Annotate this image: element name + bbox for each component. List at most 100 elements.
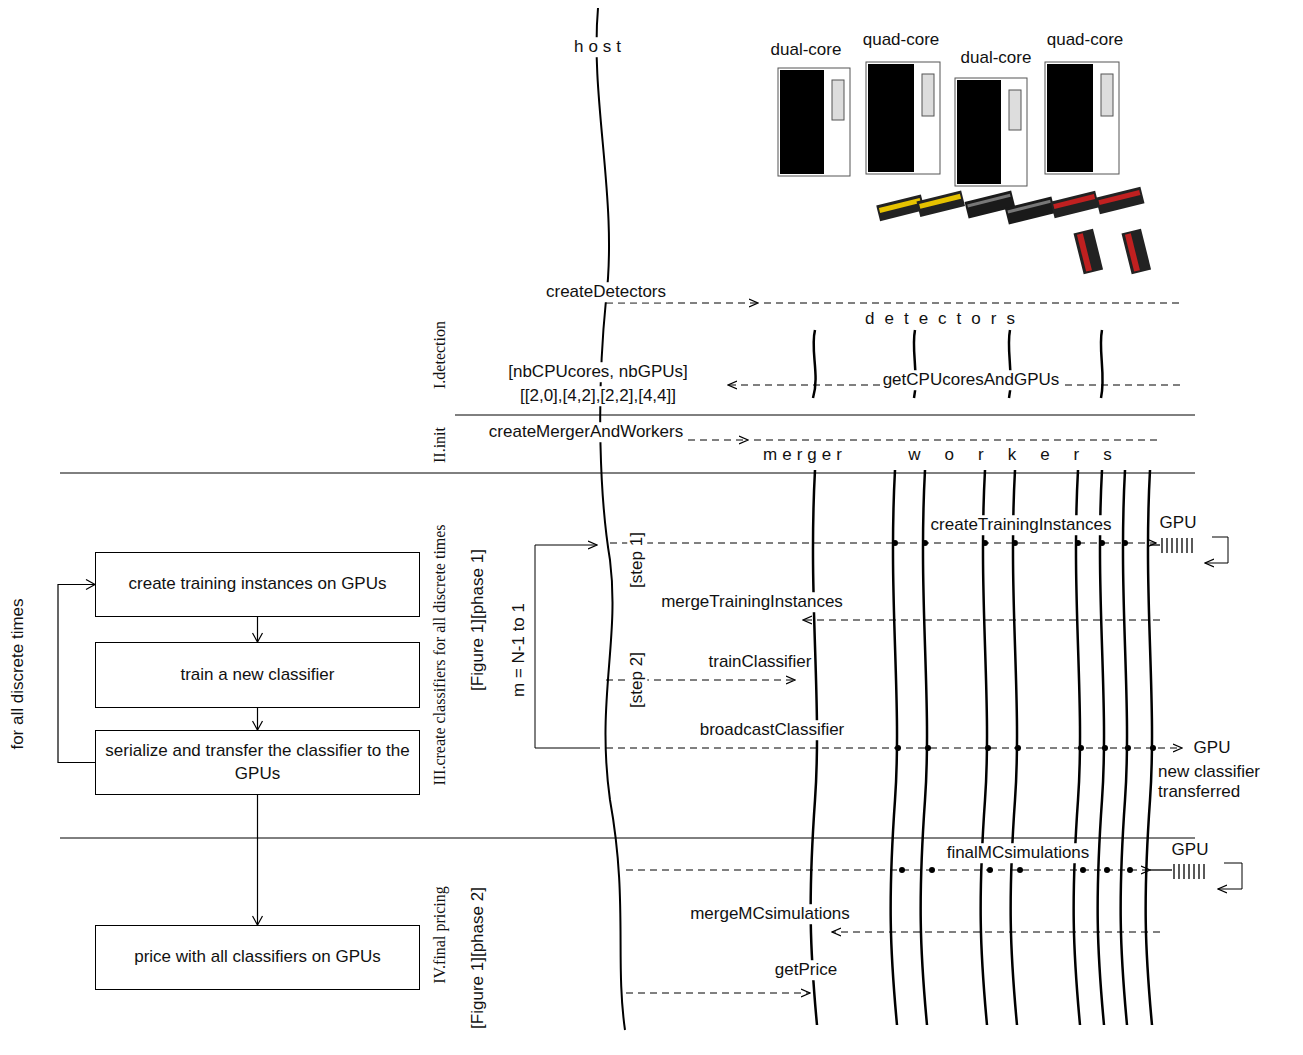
phase-label: [Figure 1][phase 2] — [468, 885, 488, 1031]
message-dots — [1015, 745, 1021, 751]
gpu-cards — [1051, 191, 1100, 219]
gpu-cards — [1074, 229, 1104, 275]
message-arrows — [626, 870, 1150, 871]
computer-towers — [780, 70, 824, 174]
gpu-comb — [1150, 537, 1242, 889]
machine-label: dual-core — [959, 48, 1034, 68]
machine-label: dual-core — [769, 40, 844, 60]
step-label: [step 1] — [627, 530, 647, 590]
message-arrows — [606, 748, 1182, 749]
message-dots — [1099, 540, 1105, 546]
message-label: createTrainingInstances — [929, 515, 1114, 535]
gpu-cards — [1053, 194, 1095, 209]
message-dots — [985, 745, 991, 751]
lifeline-name: detectors — [863, 309, 1027, 329]
message-dots — [982, 540, 988, 546]
flow-arrow — [257, 617, 258, 642]
process-box: train a new classifier — [95, 642, 420, 708]
machine-label: quad-core — [861, 30, 942, 50]
section-label: I.detection — [431, 319, 449, 391]
message-arrows — [832, 932, 1160, 933]
computer-towers — [778, 62, 1119, 186]
box-text: create training instances on GPUs — [129, 573, 387, 595]
computer-towers — [1009, 90, 1021, 130]
detector-lifelines — [1101, 330, 1103, 398]
message-dots — [1080, 867, 1086, 873]
gpu-cards — [876, 187, 1151, 275]
loop-bracket — [535, 545, 600, 748]
message-dots — [929, 867, 935, 873]
process-box: price with all classifiers on GPUs — [95, 925, 420, 990]
gpu-cards — [879, 198, 921, 213]
gpu-comb — [1188, 864, 1189, 879]
lifeline-name: merger — [761, 445, 849, 465]
computer-towers — [832, 80, 844, 120]
message-label: finalMCsimulations — [945, 843, 1092, 863]
gpu-cards — [967, 194, 1010, 208]
box-text: price with all classifiers on GPUs — [134, 946, 381, 968]
message-dots — [899, 867, 905, 873]
gpu-comb — [1198, 864, 1199, 879]
gpu-cards — [1122, 229, 1152, 275]
loop-label: for all discrete times — [8, 596, 28, 751]
message-arrows — [610, 543, 1156, 544]
message-label: createMergerAndWorkers — [487, 422, 685, 442]
host-lifeline — [597, 8, 625, 1030]
lifeline-name: host — [572, 37, 628, 57]
message-dots — [1104, 867, 1110, 873]
message-dots — [1017, 867, 1023, 873]
flow-arrow — [257, 708, 258, 730]
note-label: new classifier transferred — [1156, 762, 1284, 801]
gpu-comb — [1150, 869, 1172, 870]
message-dots — [895, 745, 901, 751]
section-separators — [60, 415, 1195, 838]
message-arrows — [754, 440, 1160, 441]
computer-towers — [1101, 74, 1113, 116]
gpu-cards — [1051, 191, 1100, 219]
gpu-comb — [1161, 538, 1162, 553]
flow-arrow — [257, 795, 258, 925]
gpu-cards — [916, 190, 965, 217]
message-dots — [1150, 745, 1156, 751]
computer-towers — [922, 74, 934, 116]
computer-towers — [955, 78, 1027, 186]
step-label: [step 2] — [627, 650, 647, 710]
message-dots — [892, 540, 898, 546]
gpu-comb — [1183, 864, 1184, 879]
message-dots — [922, 540, 928, 546]
message-dots — [925, 745, 931, 751]
section-label: III.create classifiers for all discrete … — [431, 522, 449, 787]
gpu-cards — [1074, 229, 1104, 275]
message-label: mergeTrainingInstances — [659, 592, 845, 612]
gpu-cards — [1098, 190, 1140, 205]
message-arrows — [764, 303, 1180, 304]
message-arrows — [604, 303, 1182, 993]
process-box: create training instances on GPUs — [95, 552, 420, 617]
message-dots — [1075, 540, 1081, 546]
gpu-comb — [1166, 538, 1167, 553]
message-arrows — [626, 993, 810, 994]
gpu-label: GPU — [1192, 738, 1233, 758]
section-separators — [455, 415, 1195, 416]
message-dots — [1078, 745, 1084, 751]
computer-towers — [957, 80, 1001, 184]
message-dots — [987, 867, 993, 873]
return-value: [[2,0],[4,2],[2,2],[4,4]] — [518, 386, 678, 406]
detector-lifelines — [813, 330, 1103, 398]
gpu-label: GPU — [1170, 840, 1211, 860]
computer-towers — [1045, 62, 1119, 174]
flow-arrow — [58, 585, 95, 763]
gpu-comb — [1150, 544, 1160, 545]
gpu-label: GPU — [1158, 513, 1199, 533]
phase-label: [Figure 1][phase 1] — [468, 547, 488, 693]
message-arrows — [803, 620, 1160, 621]
gpu-comb — [1171, 538, 1172, 553]
gpu-cards — [1096, 187, 1145, 215]
detector-lifelines — [813, 330, 816, 398]
computer-towers — [778, 68, 850, 176]
loop-label: m = N-1 to 1 — [509, 601, 529, 699]
gpu-comb — [1181, 538, 1182, 553]
section-separators — [60, 838, 1195, 839]
section-separators — [60, 473, 1195, 474]
